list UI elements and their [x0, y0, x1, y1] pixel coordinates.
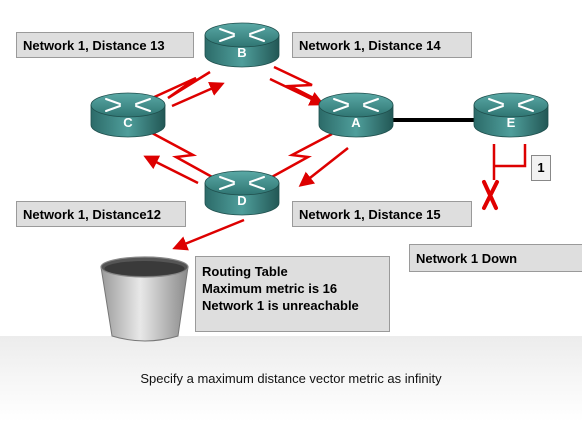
router-label: E: [507, 115, 516, 130]
failure-mark-icon: [482, 180, 499, 210]
network-1-link: [492, 144, 527, 180]
router-a-icon: A: [318, 92, 394, 138]
routing-table-max-metric: Maximum metric is 16: [202, 281, 338, 296]
routing-table-unreachable: Network 1 is unreachable: [202, 298, 359, 313]
arrow-d-to-bin: [172, 218, 245, 251]
serial-links: [149, 65, 334, 180]
caption: Specify a maximum distance vector metric…: [140, 371, 442, 386]
serial-link-a-d: [269, 132, 333, 180]
serial-link-c-b: [149, 70, 211, 101]
label-network1-distance14: Network 1, Distance 14: [292, 32, 472, 58]
network-number-badge: 1: [531, 155, 551, 181]
label-network1-distance13: Network 1, Distance 13: [16, 32, 194, 58]
label-network1-distance12: Network 1, Distance12: [16, 201, 186, 227]
router-e-icon: E: [473, 92, 549, 138]
router-d-icon: D: [204, 170, 280, 216]
router-label: A: [351, 115, 361, 130]
serial-link-c-d: [151, 131, 215, 180]
update-arrows: [143, 77, 349, 251]
arrow-b-to-a: [269, 77, 325, 106]
network-down-label: Network 1 Down: [409, 244, 582, 272]
router-label: D: [237, 193, 246, 208]
router-c-icon: C: [90, 92, 166, 138]
arrow-a-to-d: [298, 147, 349, 187]
trash-bin-icon: [100, 256, 189, 342]
arrow-d-to-c: [143, 155, 199, 185]
label-network1-distance15: Network 1, Distance 15: [292, 201, 472, 227]
arrow-c-to-b: [171, 81, 225, 108]
routing-table-box: Routing Table Maximum metric is 16 Netwo…: [195, 256, 390, 332]
routing-table-title: Routing Table: [202, 264, 288, 279]
router-label: B: [237, 45, 246, 60]
router-b-icon: B: [204, 22, 280, 68]
caption-band: [0, 336, 582, 422]
router-label: C: [123, 115, 133, 130]
